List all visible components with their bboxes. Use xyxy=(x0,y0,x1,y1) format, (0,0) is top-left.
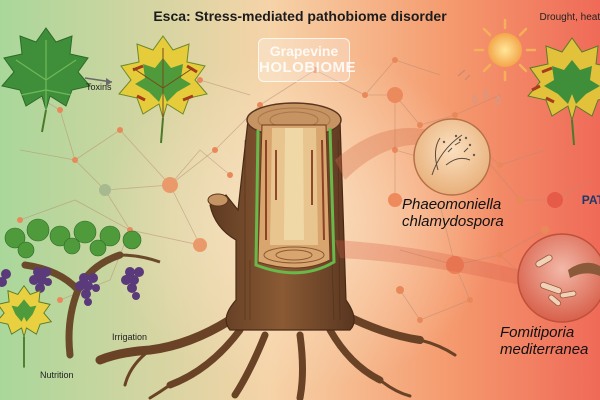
species-genus: Fomitiporia xyxy=(500,324,575,341)
holobiome-badge: Grapevine HOLOBIOME xyxy=(258,38,356,82)
toxins-label: Toxins xyxy=(86,82,112,92)
species-genus: Phaeomoniella xyxy=(402,196,502,213)
flow-band xyxy=(335,128,430,180)
nutrition-label: Nutrition xyxy=(40,370,74,380)
nutrition-leaf xyxy=(0,284,53,368)
irrigation-label: Irrigation xyxy=(112,332,148,342)
species-epithet: mediterranea xyxy=(500,341,589,358)
trunk xyxy=(207,102,355,331)
phaeomoniella-icon xyxy=(413,118,491,196)
species-label-phaeomoniella: Phaeomoniella chlamydospora xyxy=(402,196,504,230)
flow-band-lower xyxy=(335,240,520,285)
species-label-fomitiporia: Fomitiporia mediterranea xyxy=(500,324,588,358)
sun-icon xyxy=(473,18,537,82)
species-epithet: chlamydospora xyxy=(402,213,504,230)
diseased-leaf xyxy=(118,35,208,144)
pathobiome-label-fragment: PAT xyxy=(581,193,600,207)
fomitiporia-icon xyxy=(517,233,600,323)
badge-line-1: Grapevine xyxy=(269,43,339,59)
healthy-leaf xyxy=(1,27,91,133)
grape-cluster xyxy=(0,267,144,306)
stress-factors-label: Drought, heat, ... xyxy=(539,12,600,23)
grapevine-plant xyxy=(0,218,161,359)
cambium-band xyxy=(254,127,336,275)
toxins-arrow xyxy=(84,77,113,86)
stressed-leaf xyxy=(527,37,600,146)
diagram-title: Esca: Stress-mediated pathobiome disorde… xyxy=(153,8,447,24)
badge-line-2: HOLOBIOME xyxy=(259,59,356,76)
drought-drops-icon xyxy=(457,69,501,105)
